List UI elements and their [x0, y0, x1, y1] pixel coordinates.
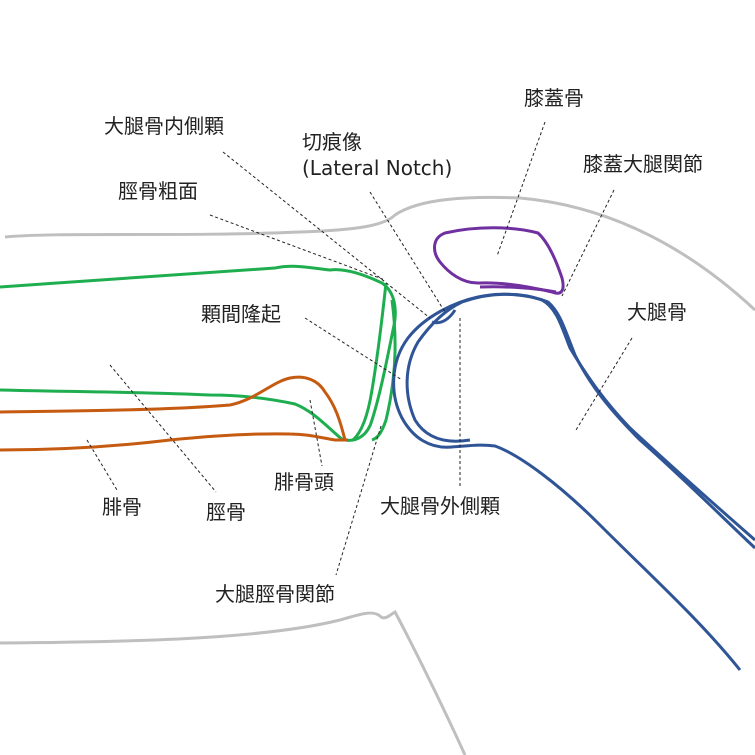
label-fibula: 腓骨: [102, 495, 142, 519]
tibia-condyle-outline: [351, 282, 388, 442]
label-intercondylar-eminence: 顆間隆起: [201, 302, 281, 326]
label-tibial-tuberosity: 脛骨粗面: [118, 179, 198, 203]
leader-femur: [575, 337, 633, 431]
tibia-anterior-outline: [0, 264, 397, 442]
leader-medial-condyle: [222, 151, 431, 319]
label-patella: 膝蓋骨: [524, 86, 584, 110]
patella-outline: [433, 226, 565, 295]
skin-outline-lower: [0, 609, 467, 755]
tibia-plateau-outline: [371, 299, 397, 442]
label-fibular-head: 腓骨頭: [274, 470, 334, 494]
leader-fibular-head: [309, 399, 323, 467]
label-tibia: 脛骨: [206, 500, 246, 524]
femur-inner-outline: [405, 292, 755, 542]
label-notch-line2: (Lateral Notch): [302, 156, 453, 180]
label-femur: 大腿骨: [627, 300, 687, 324]
leader-fibula: [86, 439, 118, 491]
skin-outline-upper: [4, 195, 755, 312]
patella-articular-surface: [479, 285, 557, 294]
label-femorotibial-joint: 大腿脛骨関節: [215, 582, 335, 606]
label-medial-condyle: 大腿骨内側顆: [104, 114, 224, 138]
femur-lateral-notch: [431, 309, 457, 325]
label-patellofemoral-joint: 膝蓋大腿関節: [583, 152, 703, 176]
leader-femorotibial-joint: [335, 425, 382, 576]
label-notch-line1: 切痕像: [302, 130, 362, 154]
fibula-upper-outline: [0, 375, 347, 441]
leader-patella: [496, 121, 546, 257]
femur-outer-outline: [392, 292, 755, 671]
tibia-posterior-outline: [0, 388, 344, 442]
leader-tibial-tuberosity: [209, 214, 386, 281]
leader-notch: [369, 191, 446, 313]
label-lateral-condyle: 大腿骨外側顆: [380, 494, 500, 518]
leader-tibia: [109, 364, 217, 493]
leader-intercondylar-eminence: [304, 317, 403, 381]
